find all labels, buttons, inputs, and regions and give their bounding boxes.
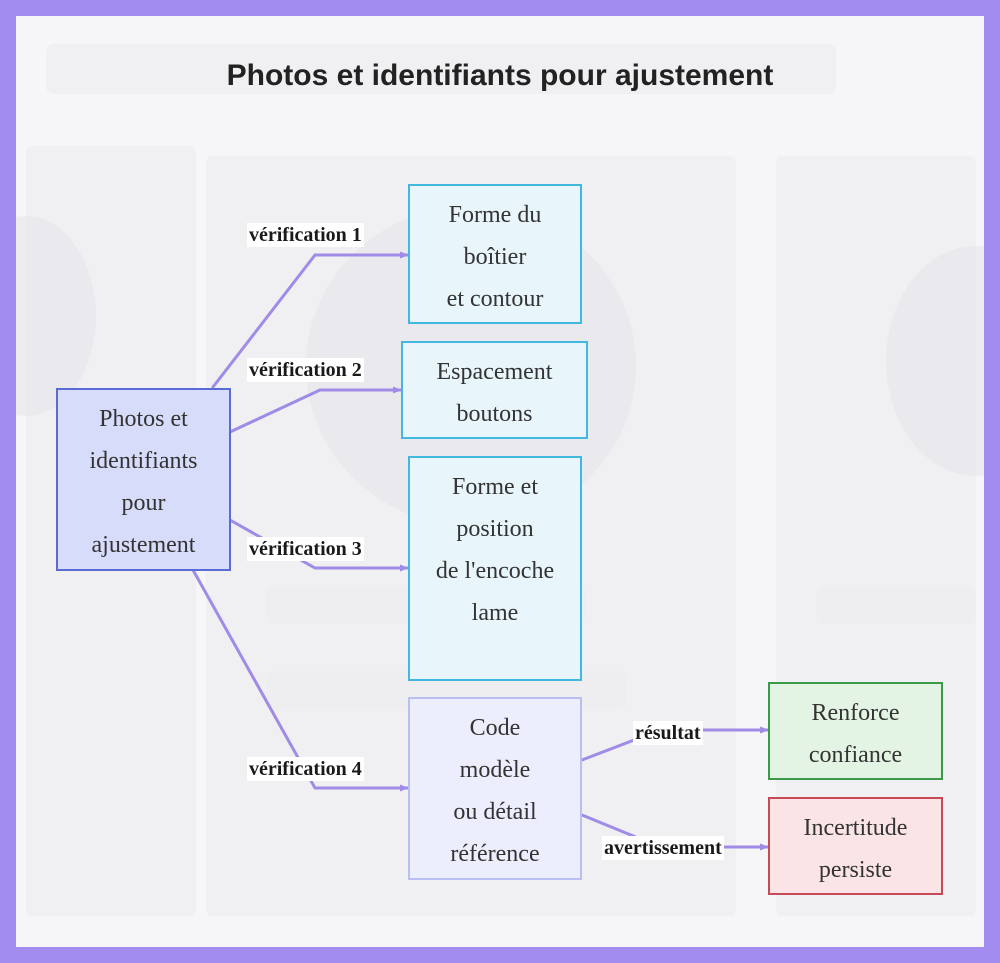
edge-label-verification-1: vérification 1 bbox=[247, 223, 364, 247]
node-label: Espacement boutons bbox=[437, 351, 553, 435]
node-label: Incertitude persiste bbox=[804, 807, 908, 891]
node-photos-identifiants: Photos et identifiants pour ajustement bbox=[56, 388, 231, 571]
edge-label-resultat: résultat bbox=[633, 721, 703, 745]
edge-label-verification-2: vérification 2 bbox=[247, 358, 364, 382]
node-label: Code modèle ou détail référence bbox=[450, 707, 539, 875]
node-incertitude-persiste: Incertitude persiste bbox=[768, 797, 943, 895]
node-label: Forme du boîtier et contour bbox=[447, 194, 544, 320]
node-code-modele: Code modèle ou détail référence bbox=[408, 697, 582, 880]
edge-verification-2 bbox=[230, 390, 401, 432]
edge-label-verification-3: vérification 3 bbox=[247, 537, 364, 561]
node-renforce-confiance: Renforce confiance bbox=[768, 682, 943, 780]
edge-verification-4 bbox=[193, 570, 408, 788]
node-espacement-boutons: Espacement boutons bbox=[401, 341, 588, 439]
edge-label-verification-4: vérification 4 bbox=[247, 757, 364, 781]
edge-label-avertissement: avertissement bbox=[602, 836, 724, 860]
node-label: Photos et identifiants pour ajustement bbox=[90, 398, 198, 566]
node-encoche-lame: Forme et position de l'encoche lame bbox=[408, 456, 582, 681]
node-forme-boitier: Forme du boîtier et contour bbox=[408, 184, 582, 324]
node-label: Renforce confiance bbox=[809, 692, 902, 776]
node-label: Forme et position de l'encoche lame bbox=[436, 466, 554, 634]
